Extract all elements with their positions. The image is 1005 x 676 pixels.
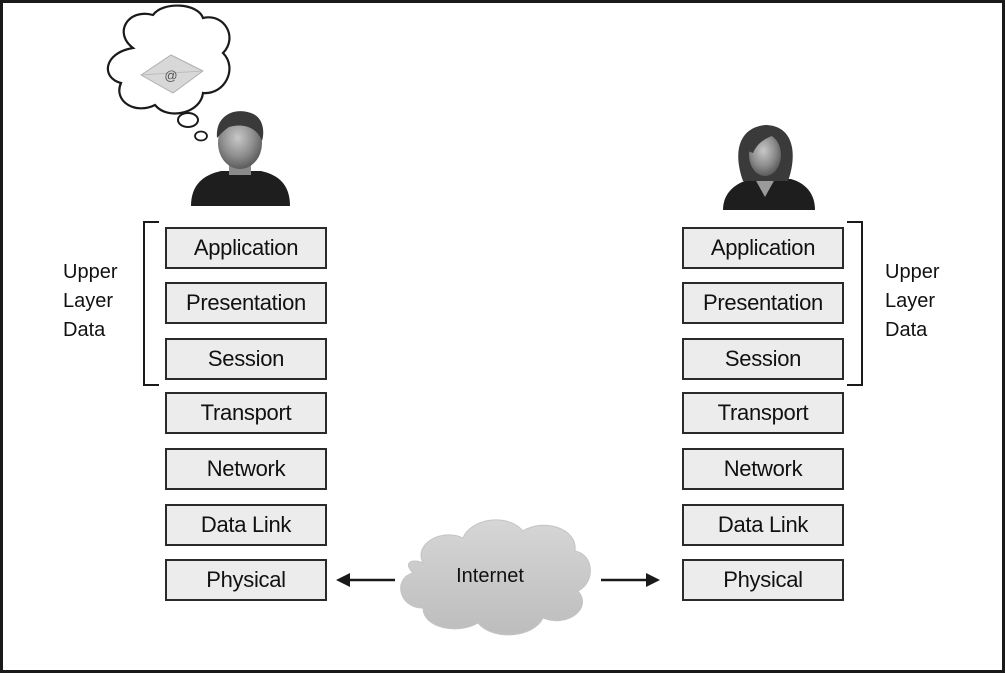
arrow-right-icon (601, 573, 660, 587)
left-label-line-2: Layer (63, 290, 114, 312)
left-layer-transport: Transport (165, 392, 327, 434)
left-layer-application: Application (165, 227, 327, 269)
illustration-layer: @ (106, 4, 815, 636)
right-label-line-1: Upper (885, 261, 940, 283)
left-label-line-3: Data (63, 319, 106, 341)
email-envelope-icon: @ (140, 54, 204, 94)
thought-bubble-icon: @ (106, 4, 231, 142)
left-label-line-1: Upper (63, 261, 118, 283)
internet-label: Internet (456, 565, 524, 587)
arrow-left-icon (336, 573, 395, 587)
left-layer-physical: Physical (165, 559, 327, 601)
right-layer-session: Session (682, 338, 844, 380)
right-upper-layer-bracket (847, 221, 863, 386)
left-upper-layer-bracket (143, 221, 159, 386)
left-layer-data-link: Data Link (165, 504, 327, 546)
left-upper-layer-data-label: Upper Layer Data (63, 258, 117, 345)
right-label-line-3: Data (885, 319, 928, 341)
email-at-symbol: @ (164, 68, 177, 83)
right-label-line-2: Layer (885, 290, 936, 312)
male-user-icon (191, 111, 290, 206)
right-layer-transport: Transport (682, 392, 844, 434)
right-layer-presentation: Presentation (682, 282, 844, 324)
right-layer-application: Application (682, 227, 844, 269)
left-layer-session: Session (165, 338, 327, 380)
female-user-icon (723, 125, 815, 210)
left-layer-network: Network (165, 448, 327, 490)
right-layer-data-link: Data Link (682, 504, 844, 546)
cloud-icon (400, 519, 591, 636)
right-layer-network: Network (682, 448, 844, 490)
right-layer-physical: Physical (682, 559, 844, 601)
left-layer-presentation: Presentation (165, 282, 327, 324)
right-upper-layer-data-label: Upper Layer Data (885, 258, 939, 345)
